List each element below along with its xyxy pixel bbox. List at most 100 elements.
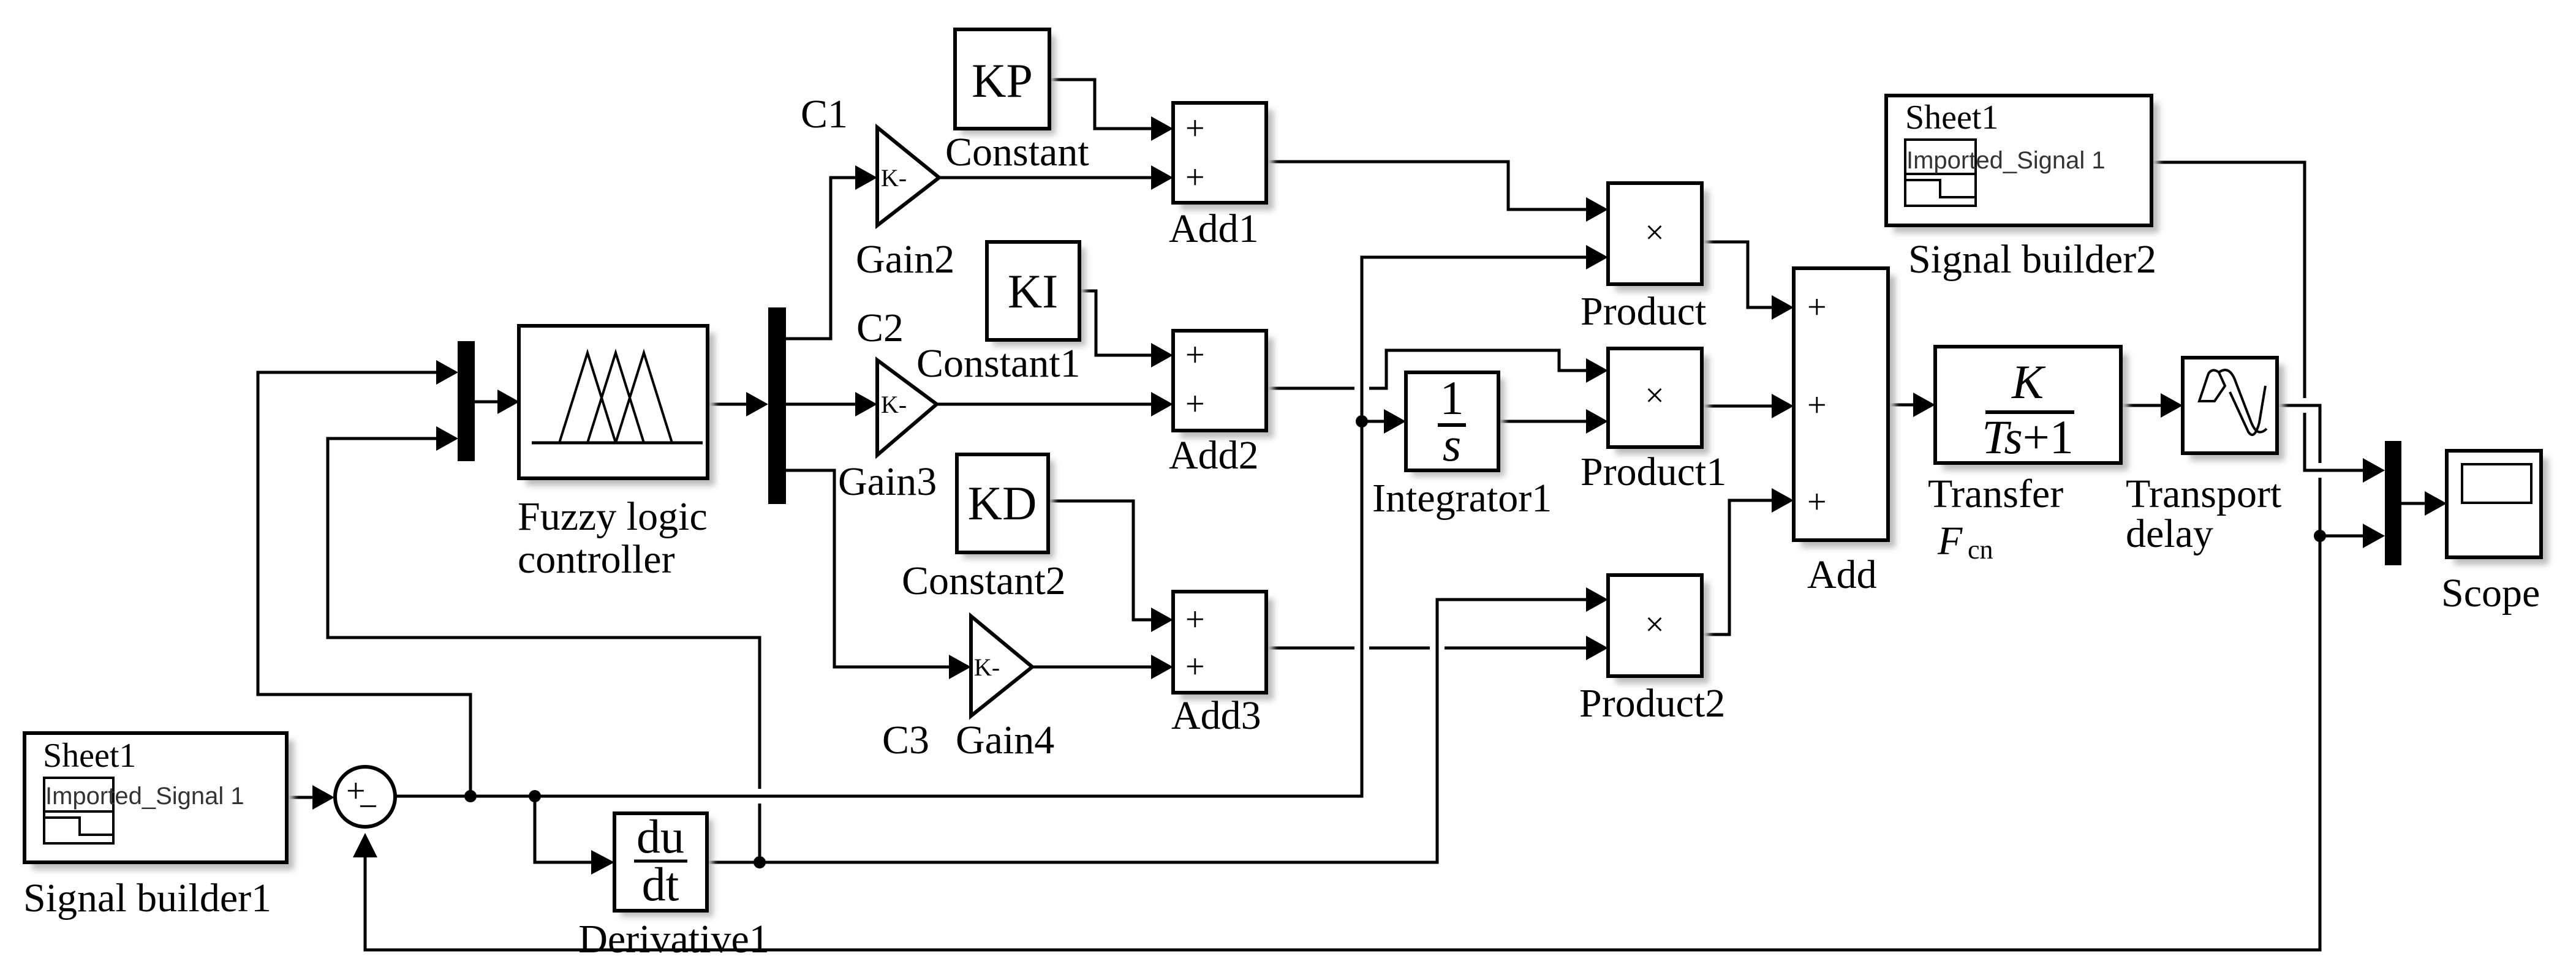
gain2-value: K- [881, 164, 907, 192]
arrow-icon [497, 390, 519, 414]
arrow-icon [353, 833, 377, 857]
gain4-block[interactable]: K- [969, 612, 1035, 720]
sheet-label: Sheet1 [1905, 99, 1998, 137]
arrow-icon [436, 360, 458, 385]
constant2-kd-block[interactable]: KD [955, 453, 1054, 559]
fuzzy-controller-block[interactable] [517, 324, 715, 486]
wire-error [396, 255, 1587, 798]
transfer-sub-main: F [1937, 519, 1963, 563]
scope-screen-icon [2461, 463, 2533, 504]
mux-left[interactable] [458, 341, 475, 461]
arrow-icon [1772, 488, 1794, 513]
derivative-block[interactable]: du dt [613, 810, 713, 917]
constant1-ki-block[interactable]: KI [985, 240, 1086, 346]
arrowheads [312, 116, 2447, 875]
c1-label: C1 [801, 92, 848, 137]
add-block[interactable]: + + + [1792, 266, 1895, 548]
junctions [464, 415, 2326, 868]
signal-name: Imported_Signal 1 [1906, 147, 2106, 174]
signal-builder2-label: Signal builder2 [1908, 237, 2156, 282]
add3-block[interactable]: + + [1171, 590, 1274, 700]
arrow-icon [1151, 392, 1173, 416]
transfer-sub-index: cn [1968, 535, 1993, 565]
sum-block[interactable]: + − [333, 765, 397, 829]
c3-label: C3 [882, 718, 929, 762]
transport-delay-block[interactable] [2181, 356, 2284, 461]
transfer-den-rest: +1 [2023, 410, 2074, 464]
wire-error-to-mux1 [256, 371, 472, 796]
add3-label: Add3 [1171, 693, 1261, 738]
demux[interactable] [768, 307, 786, 504]
arrow-icon [1586, 197, 1608, 222]
product-block[interactable]: × [1606, 181, 1709, 292]
integrator-label: Integrator1 [1372, 476, 1552, 521]
arrow-icon [1151, 655, 1173, 679]
sheet-label: Sheet1 [43, 737, 136, 775]
integrator-num: 1 [1440, 371, 1464, 424]
scope-block[interactable] [2445, 449, 2548, 565]
mux-right[interactable] [2385, 441, 2401, 565]
product2-block[interactable]: × [1606, 573, 1709, 683]
transport-label-line2: delay [2126, 511, 2213, 556]
add1-sign: + [1185, 110, 1205, 148]
constant1-value: KI [1008, 265, 1058, 318]
derivative-den: dt [642, 857, 679, 911]
junction-dot [529, 790, 541, 802]
wire-product2-add [1702, 499, 1773, 636]
signal-builder2-block[interactable]: Sheet1 Imported_Signal 1 [1884, 94, 2159, 233]
wire-kd-add3 [1048, 499, 1154, 622]
wire-add2-product1 [1265, 348, 1587, 390]
arrow-icon [1384, 409, 1406, 434]
arrow-icon [2363, 458, 2385, 483]
wire-sb2-mux [2151, 160, 2365, 472]
add2-block[interactable]: + + [1171, 329, 1274, 438]
constant1-label: Constant1 [916, 341, 1081, 386]
add2-label: Add2 [1169, 433, 1259, 478]
gain3-block[interactable]: K- [875, 356, 940, 459]
add3-sign: + [1185, 601, 1205, 639]
arrow-icon [1586, 587, 1608, 612]
delay-wave-icon [2197, 369, 2268, 436]
arrow-icon [1151, 343, 1173, 367]
c2-label: C2 [856, 306, 904, 350]
gain2-block[interactable]: K- [875, 123, 942, 230]
arrow-icon [855, 165, 877, 190]
constant-kp-block[interactable]: KP [953, 28, 1056, 135]
product-label: Product [1581, 289, 1706, 334]
wires [256, 78, 2427, 952]
derivative-label: Derivative1 [578, 917, 769, 962]
arrow-icon [1151, 608, 1173, 632]
wire-product-add [1702, 240, 1773, 309]
add-label: Add [1807, 552, 1877, 597]
wire-transport-out [363, 404, 2322, 952]
junction-dot [1356, 415, 1368, 427]
junction-dot [754, 856, 766, 868]
signal-builder-icon [43, 777, 115, 845]
add1-sign: + [1185, 159, 1205, 197]
constant2-label: Constant2 [902, 559, 1066, 603]
membership-functions-icon [532, 348, 703, 445]
integrator-block[interactable]: 1 s [1404, 371, 1505, 476]
transfer-den: Ts+1 [1982, 410, 2074, 464]
product1-block[interactable]: × [1606, 347, 1709, 454]
add-sign: + [1807, 483, 1827, 521]
signal-builder1-block[interactable]: Sheet1 Imported_Signal 1 [23, 731, 294, 870]
junction-dot [464, 790, 477, 802]
transfer-num: K [2011, 355, 2046, 408]
add2-sign: + [1185, 336, 1205, 374]
gain3-label: Gain3 [838, 459, 937, 504]
product2-label: Product2 [1579, 681, 1725, 726]
gain4-label: Gain4 [956, 718, 1054, 762]
add-sign: + [1807, 288, 1827, 326]
add1-label: Add1 [1169, 206, 1259, 251]
transfer-fcn-block[interactable]: K Ts+1 [1933, 345, 2128, 470]
arrow-icon [855, 392, 877, 416]
arrow-icon [1586, 358, 1608, 383]
arrow-icon [949, 655, 971, 679]
gain4-value: K- [974, 653, 1000, 681]
arrow-icon [1586, 409, 1608, 434]
wire-demux-c3 [786, 469, 951, 669]
wire-error-to-derivative [533, 796, 593, 864]
add1-block[interactable]: + + [1171, 101, 1274, 210]
gain3-value: K- [881, 391, 907, 418]
